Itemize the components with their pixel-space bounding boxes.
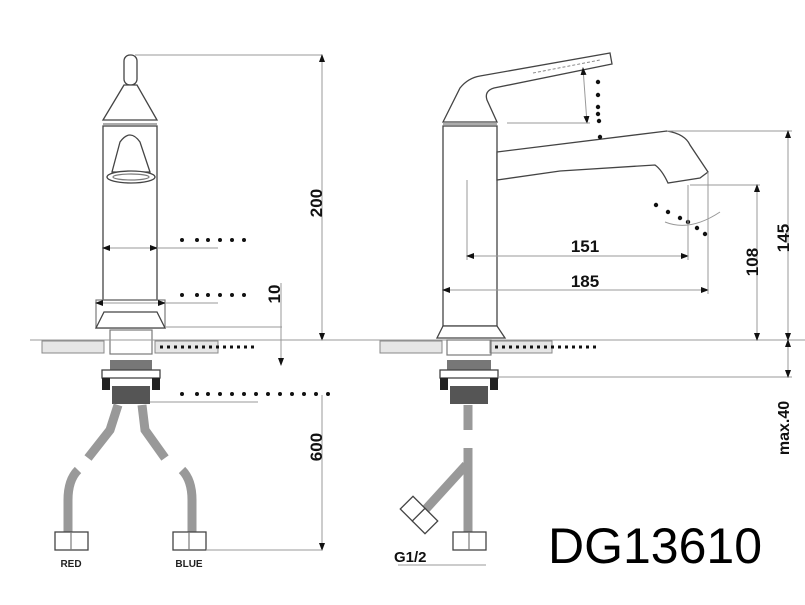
aerator-icon — [111, 134, 151, 173]
side-body — [442, 125, 498, 327]
side-dimensions — [442, 130, 792, 378]
side-hose — [398, 405, 487, 566]
hose-label-blue: BLUE — [175, 559, 203, 570]
connection-label: G1/2 — [394, 549, 427, 566]
hose-label-red: RED — [60, 559, 81, 570]
dim-total-height: 145 — [774, 224, 793, 252]
dim-base-height: 10 — [265, 285, 284, 304]
front-countertop — [41, 329, 258, 355]
side-base — [435, 325, 507, 339]
side-handle-lever — [441, 52, 613, 125]
dim-hose-length: 600 — [307, 433, 326, 461]
dim-spout-height: 108 — [743, 248, 762, 276]
dim-overall-height: 200 — [307, 189, 326, 217]
dim-max-deck-thickness: max.40 — [776, 401, 793, 455]
front-dots — [180, 238, 246, 297]
side-lever-travel — [507, 67, 721, 237]
front-handle — [101, 54, 159, 125]
front-body — [94, 125, 218, 329]
side-spout — [496, 130, 709, 184]
dim-total-reach: 185 — [571, 272, 599, 291]
side-countertop — [379, 339, 598, 404]
front-fitting — [101, 360, 258, 404]
front-dimensions — [30, 54, 805, 551]
front-hoses — [54, 403, 207, 551]
side-view: G1/2 151 185 108 145 max.40 — [379, 52, 793, 566]
front-view: RED BLUE 200 10 600 — [30, 54, 805, 570]
model-number: DG13610 — [548, 518, 762, 574]
dim-inner-reach: 151 — [571, 237, 599, 256]
front-dots-lower — [180, 392, 330, 396]
